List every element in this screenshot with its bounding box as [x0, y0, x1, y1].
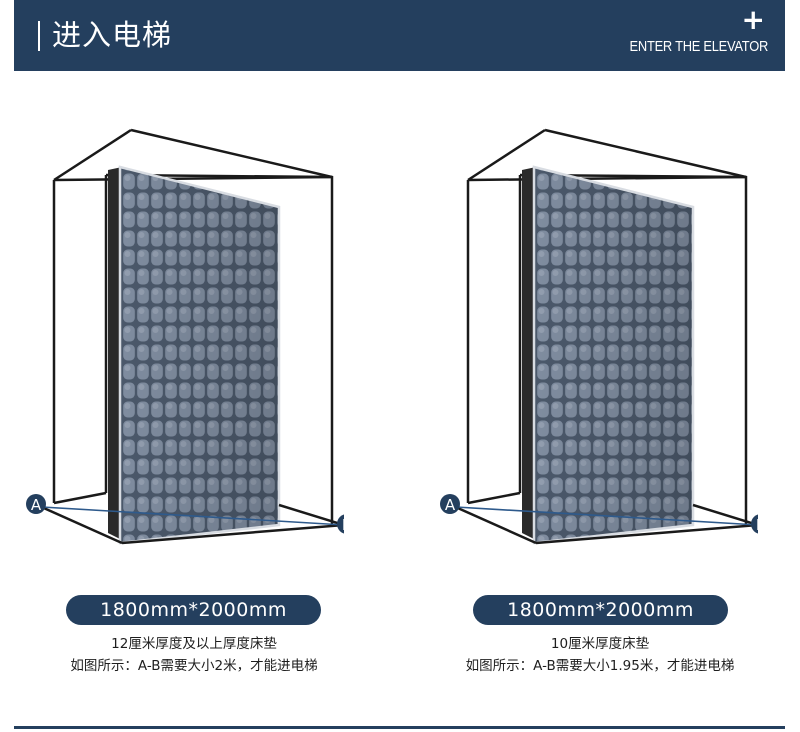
diagonal-line	[41, 506, 344, 526]
header-banner: 进入电梯 + ENTER THE ELEVATOR	[14, 0, 785, 71]
page-title: 进入电梯	[52, 18, 173, 52]
svg-text:B: B	[342, 516, 344, 534]
mattress-side	[108, 167, 122, 540]
elevator-diagram-right: A B	[438, 115, 758, 545]
plus-icon: +	[741, 3, 765, 36]
point-b-marker: B	[751, 514, 758, 534]
point-a-marker: A	[26, 494, 46, 514]
point-a-marker: A	[440, 494, 460, 514]
english-subtitle: ENTER THE ELEVATOR	[629, 38, 769, 55]
svg-text:A: A	[445, 496, 456, 514]
caption-requirement-right: 如图所示：A-B需要大小1.95米，才能进电梯	[465, 658, 735, 674]
elevator-diagram-left: A B	[24, 115, 344, 545]
caption-requirement-left: 如图所示：A-B需要大小2米，才能进电梯	[70, 658, 318, 674]
elevator-illustration: A B	[26, 128, 344, 545]
caption-thickness-right: 10厘米厚度床垫	[550, 636, 650, 652]
mattress-side	[522, 167, 536, 540]
size-label-right: 1800mm*2000mm	[473, 595, 728, 625]
size-label-left: 1800mm*2000mm	[66, 595, 321, 625]
svg-text:A: A	[31, 496, 42, 514]
title-divider-bar	[38, 21, 40, 51]
diagonal-line	[455, 506, 758, 526]
point-b-marker: B	[337, 514, 344, 534]
bottom-divider	[14, 726, 785, 729]
elevator-illustration: A B	[440, 128, 758, 545]
caption-thickness-left: 12厘米厚度及以上厚度床垫	[111, 636, 277, 652]
svg-text:B: B	[756, 516, 758, 534]
